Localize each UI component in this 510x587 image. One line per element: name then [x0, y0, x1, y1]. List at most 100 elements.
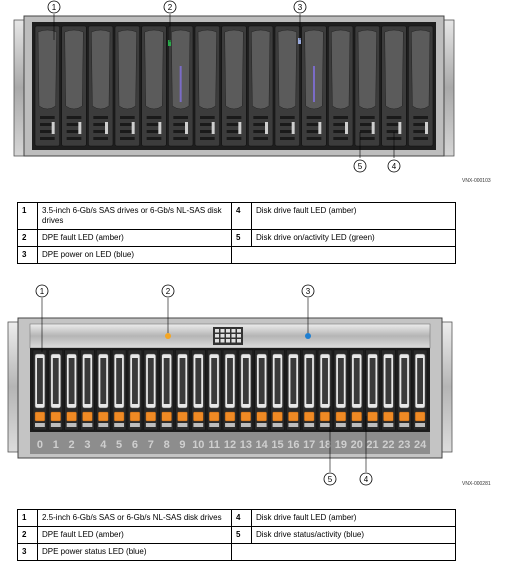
drive-number-label: 24 [414, 439, 427, 451]
legend-row: 1 3.5-inch 6-Gb/s SAS drives or 6-Gb/s N… [17, 202, 456, 230]
drive-number-label: 3 [84, 439, 90, 451]
drive-number-label: 16 [287, 439, 299, 451]
disk-drive-2-5 [80, 349, 95, 431]
drive-number-label: 8 [164, 439, 170, 451]
disk-drive-2-5 [412, 349, 428, 431]
disk-drive-3-5 [194, 25, 220, 147]
svg-text:3: 3 [306, 287, 311, 296]
disk-drive-2-5 [238, 349, 254, 431]
drive-number-label: 14 [256, 439, 269, 451]
disk-status-led [345, 122, 348, 134]
drive-number-label: 0 [37, 439, 43, 451]
disk-status-led [211, 122, 215, 134]
disk-drive-2-5 [159, 349, 174, 431]
disk-drive-2-5 [270, 349, 285, 431]
disk-drive-2-5 [48, 349, 63, 431]
disk-drive-3-5 [328, 25, 354, 147]
drive-number-label: 6 [132, 439, 138, 451]
callout-1: 1 [35, 284, 49, 298]
disk-status-led [51, 122, 55, 134]
drive-number-label: 23 [398, 439, 410, 451]
disk-drive-2-5 [191, 349, 206, 431]
disk-drive-2-5 [111, 349, 127, 431]
disk-status-led [398, 122, 402, 134]
callout-3: 3 [301, 284, 315, 298]
disk-drive-2-5 [254, 349, 269, 431]
drive-number-label: 11 [208, 439, 220, 451]
drive-number-label: 5 [116, 439, 122, 451]
drive-number-label: 7 [148, 439, 154, 451]
drive-number-label: 4 [100, 439, 107, 451]
disk-drive-2-5 [127, 349, 143, 431]
drive-number-label: 21 [366, 439, 378, 451]
disk-drive-3-5 [34, 25, 60, 147]
callout-3: 3 [293, 0, 307, 14]
svg-text:1: 1 [40, 287, 45, 296]
drive-number-label: 17 [303, 439, 315, 451]
disk-drive-2-5 [32, 349, 48, 431]
drive-number-label: 9 [179, 439, 185, 451]
disk-status-led [78, 122, 82, 134]
disk-status-led [238, 122, 242, 134]
disk-drive-3-5 [114, 25, 140, 147]
disk-status-led [158, 122, 162, 134]
dpe-fault-led [165, 333, 171, 339]
disk-drive-2-5 [64, 349, 79, 431]
callout-2: 2 [163, 0, 177, 14]
disk-drive-3-5 [88, 25, 114, 147]
callout-4: 4 [359, 472, 373, 486]
figure-id-bottom: VNX-000281 [462, 481, 491, 487]
callout-5: 5 [353, 159, 367, 173]
legend-row: 1 2.5-inch 6-Gb/s SAS or 6-Gb/s NL-SAS d… [17, 509, 456, 527]
legend-table-bottom: 1 2.5-inch 6-Gb/s SAS or 6-Gb/s NL-SAS d… [17, 509, 456, 561]
disk-drive-2-5 [143, 349, 158, 431]
svg-text:2: 2 [168, 3, 173, 12]
svg-text:3: 3 [298, 3, 303, 12]
disk-status-led [291, 122, 295, 134]
disk-status-led [105, 122, 108, 134]
callout-5: 5 [323, 472, 337, 486]
callout-4: 4 [387, 159, 401, 173]
drive-number-label: 22 [382, 439, 394, 451]
drive-number-label: 1 [53, 439, 59, 451]
dpe-3-5-inch-figure: 1 2 3 4 5 VNX-000103 [0, 0, 510, 190]
disk-drive-2-5 [365, 349, 380, 431]
disk-drive-3-5 [221, 25, 247, 147]
drive-number-label: 12 [224, 439, 236, 451]
disk-status-led [371, 122, 375, 134]
callout-1: 1 [47, 0, 61, 14]
dpe-power-led [305, 333, 311, 339]
disk-status-led [318, 122, 322, 134]
dpe-fault-led [168, 40, 171, 46]
figure-id-top: VNX-000103 [462, 178, 491, 184]
disk-status-led [185, 122, 188, 134]
disk-drive-2-5 [333, 349, 349, 431]
svg-text:5: 5 [358, 162, 363, 171]
drive-number-label: 18 [319, 439, 331, 451]
disk-drive-3-5 [381, 25, 407, 147]
disk-drive-2-5 [286, 349, 301, 431]
disk-drive-2-5 [96, 349, 111, 431]
dpe-3-5-inch-illustration: 1 2 3 4 5 VNX-000103 [13, 0, 491, 184]
legend-row: 2 DPE fault LED (amber) 5 Disk drive sta… [17, 526, 456, 544]
drive-number-label: 13 [240, 439, 252, 451]
disk-drive-3-5 [141, 25, 167, 147]
disk-drive-3-5 [274, 25, 300, 147]
bezel-vent [213, 327, 243, 345]
disk-drive-2-5 [175, 349, 190, 431]
svg-text:4: 4 [364, 475, 369, 484]
disk-drive-3-5 [408, 25, 434, 147]
disk-drive-2-5 [302, 349, 317, 431]
callout-2: 2 [161, 284, 175, 298]
disk-drive-2-5 [222, 349, 238, 431]
drive-number-label: 2 [69, 439, 75, 451]
disk-drive-2-5 [381, 349, 396, 431]
disk-drive-3-5 [248, 25, 274, 147]
disk-drive-3-5 [61, 25, 87, 147]
legend-row: 3 DPE power on LED (blue) [17, 246, 456, 264]
drive-number-label: 19 [335, 439, 347, 451]
disk-drive-3-5 [301, 25, 327, 147]
disk-status-led [425, 122, 428, 134]
